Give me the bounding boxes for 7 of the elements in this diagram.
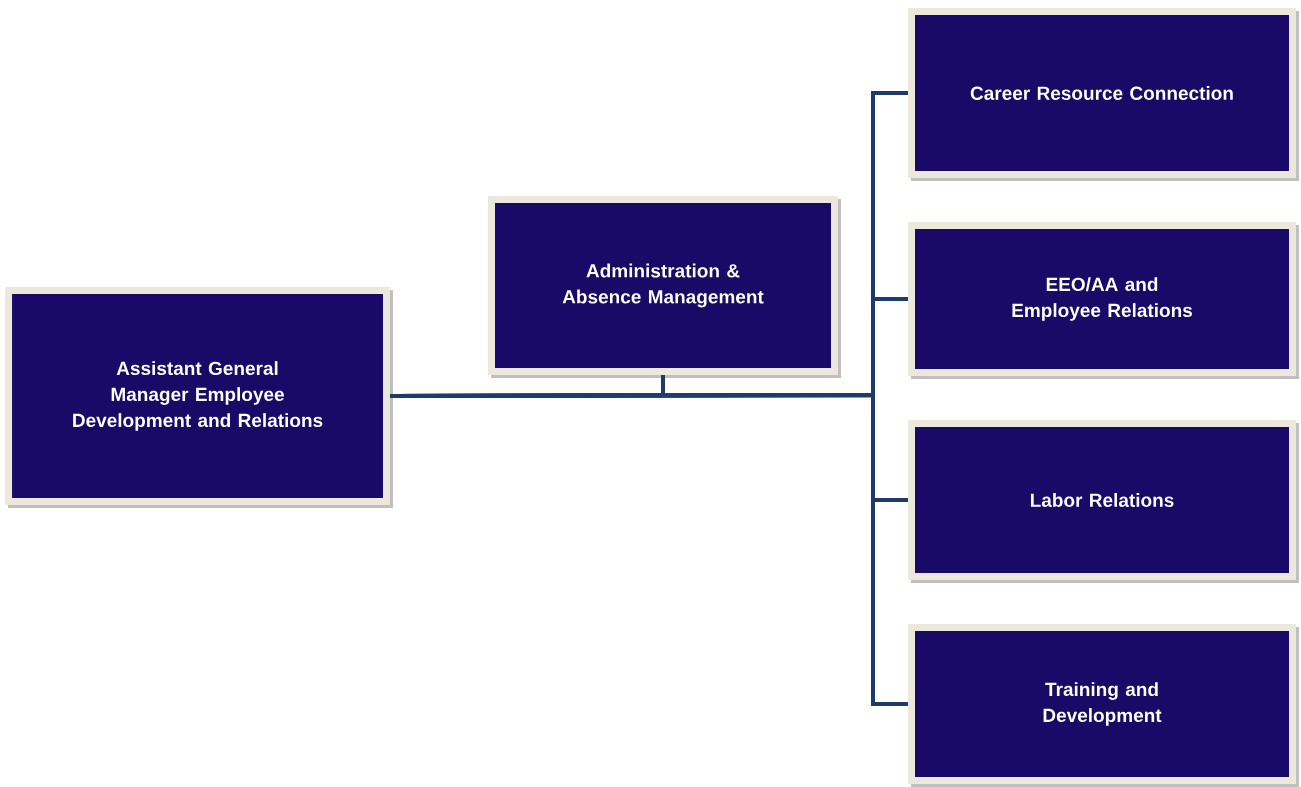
org-box: Labor Relations: [908, 420, 1299, 583]
connector-line: [390, 393, 908, 706]
org-box: Administration & Absence Management: [488, 196, 841, 378]
org-box: Training and Development: [908, 624, 1299, 787]
org-box: Assistant General Manager Employee Development and Relations: [5, 287, 393, 508]
org-box: EEO/AA and Employee Relations: [908, 222, 1299, 379]
org-box: Career Resource Connection: [908, 8, 1299, 181]
